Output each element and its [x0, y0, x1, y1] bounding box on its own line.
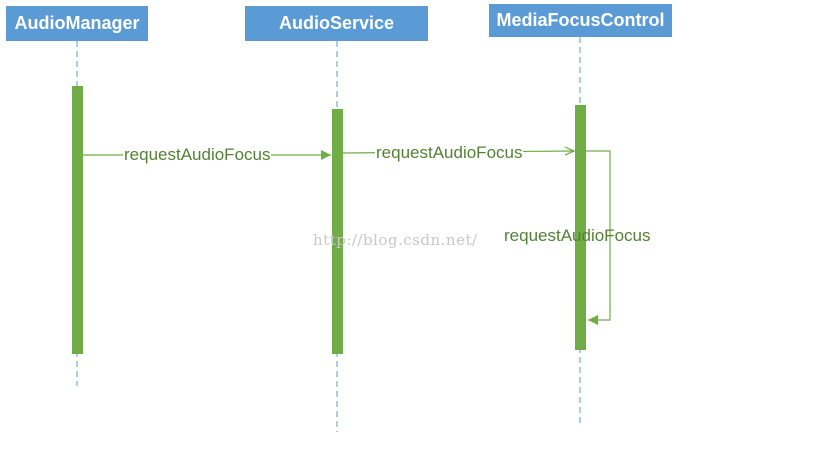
message-label-1: requestAudioFocus	[123, 145, 272, 165]
watermark-text: http://blog.csdn.net/	[313, 231, 478, 249]
activation-mediafocuscontrol	[575, 105, 586, 350]
message-label-3: requestAudioFocus	[504, 226, 651, 245]
activation-audiomanager	[72, 86, 83, 354]
activation-audioservice	[332, 109, 343, 354]
participant-mediafocuscontrol: MediaFocusControl	[489, 4, 672, 37]
message-label-2: requestAudioFocus	[375, 143, 524, 163]
participant-audioservice: AudioService	[245, 6, 428, 41]
participant-audiomanager: AudioManager	[6, 6, 148, 41]
message-arrow-3	[586, 150, 611, 325]
